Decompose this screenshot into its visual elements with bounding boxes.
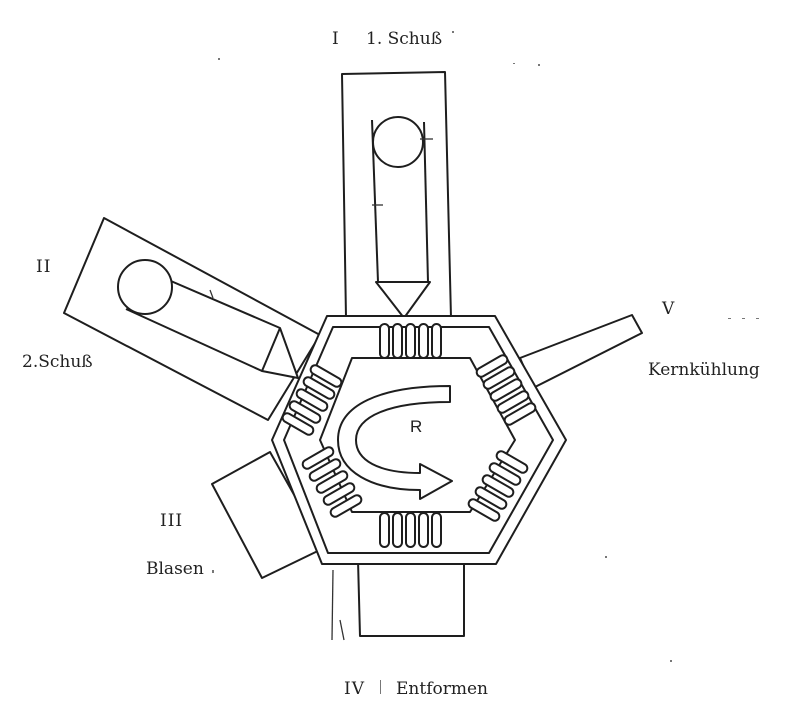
station-caption-i: 1. Schuß xyxy=(366,29,442,49)
station-numeral-iv: IV xyxy=(344,679,365,699)
station-iv-demoulding-unit xyxy=(331,559,465,641)
cavity-slots-bottom xyxy=(379,512,442,548)
station-ii-injection-unit xyxy=(63,217,321,421)
station-caption-v: Kernkühlung xyxy=(648,360,760,380)
rotation-arrow-icon xyxy=(337,385,453,500)
station-i-injection-unit xyxy=(341,71,452,319)
station-label-v: V Kernkühlung xyxy=(648,299,760,380)
cavity-slots-upper-right xyxy=(475,354,537,426)
rotation-label: R xyxy=(410,417,422,436)
cavity-slots-top xyxy=(379,323,442,359)
station-numeral-ii: II xyxy=(36,257,51,277)
station-label-iii: III Blasen xyxy=(146,511,204,579)
station-label-i: I 1. Schuß xyxy=(332,29,442,49)
station-numeral-v: V xyxy=(661,299,675,319)
station-caption-iii: Blasen xyxy=(146,559,204,579)
station-label-ii: II 2.Schuß xyxy=(22,257,93,372)
scan-specks xyxy=(212,31,759,694)
station-numeral-iii: III xyxy=(160,511,183,531)
station-numeral-i: I xyxy=(332,29,340,49)
station-label-iv: IV Entformen xyxy=(344,679,488,699)
cavity-slots-lower-right xyxy=(467,450,529,522)
station-caption-iv: Entformen xyxy=(396,679,488,699)
cavity-slots-lower-left xyxy=(301,446,363,518)
cavity-slots-upper-left xyxy=(281,364,343,436)
station-caption-ii: 2.Schuß xyxy=(22,352,93,372)
rotary-table: R xyxy=(271,315,567,565)
station-v-core-cooling-unit xyxy=(519,314,643,389)
